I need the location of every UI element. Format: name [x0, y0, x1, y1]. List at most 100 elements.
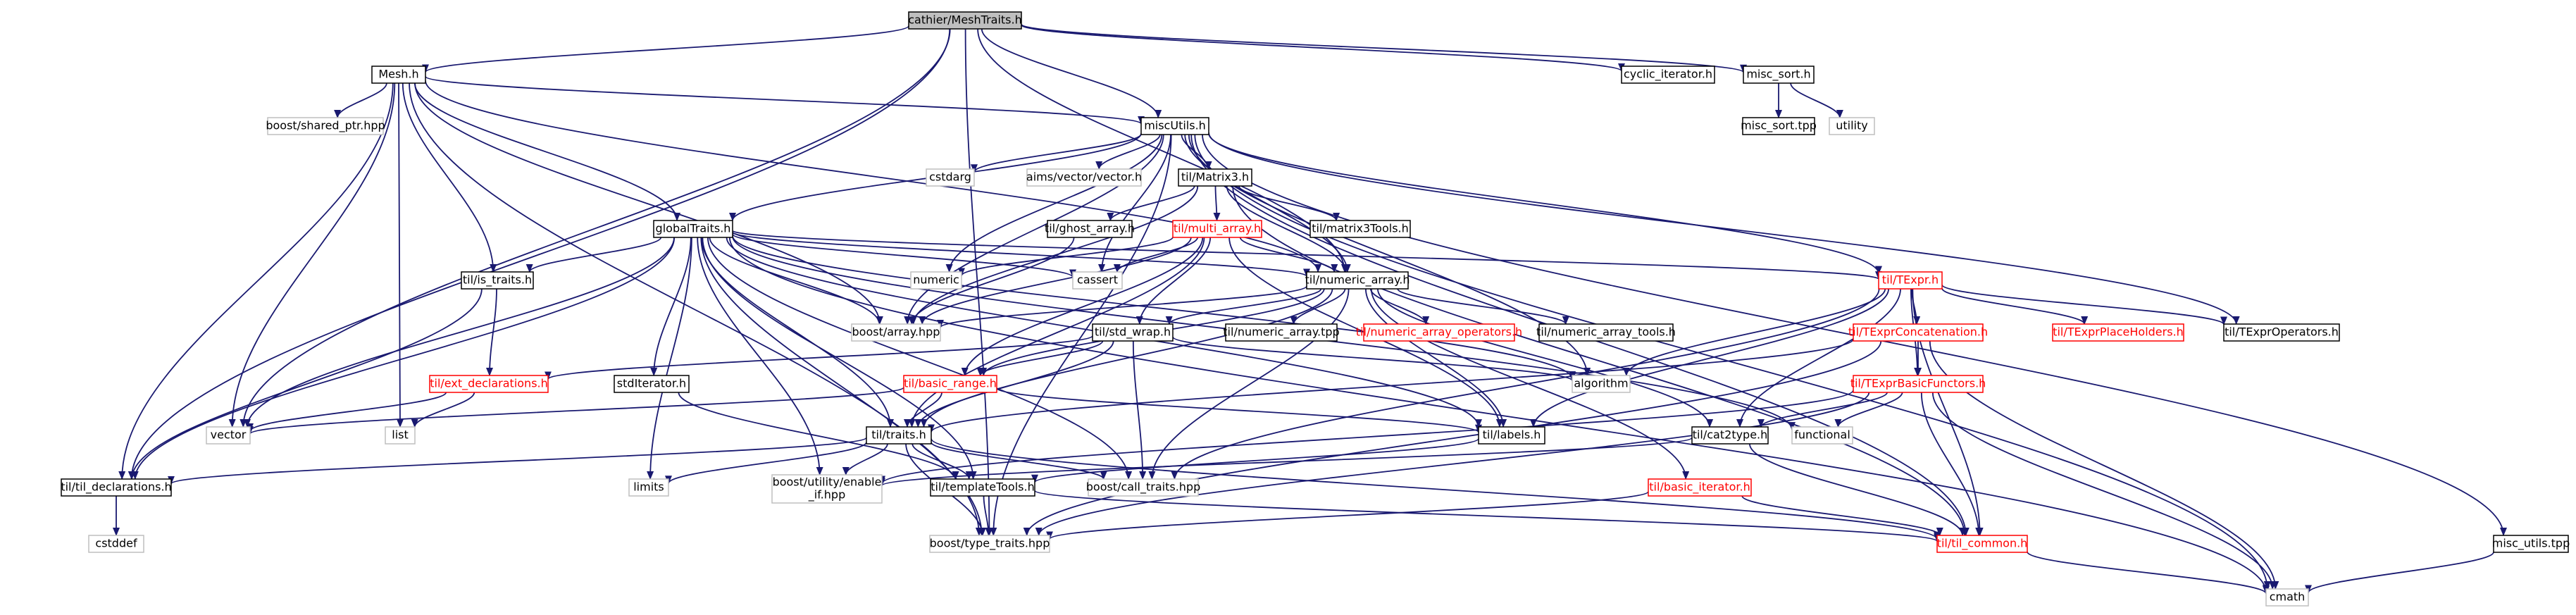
node-ghost[interactable]: til/ghost_array.h: [1045, 220, 1135, 238]
node-box-numarray: [1306, 271, 1409, 290]
edge-basiciter-to-typetraits: [1046, 490, 1649, 540]
edge-globaltraits-to-texpr: [732, 230, 1882, 280]
node-istraits[interactable]: til/is_traits.h: [461, 271, 534, 290]
edge-basicrange-to-vector: [247, 386, 904, 435]
node-box-texpr: [1878, 271, 1943, 290]
node-matrix3tools[interactable]: til/matrix3Tools.h: [1309, 220, 1411, 238]
node-tilcommon[interactable]: til/til_common.h: [1936, 535, 2028, 553]
node-texprplace[interactable]: til/TExprPlaceHolders.h: [2052, 323, 2184, 342]
edge-mesh-to-tildecl: [118, 82, 394, 480]
node-numarray[interactable]: til/numeric_array.h: [1305, 271, 1410, 290]
node-globaltraits[interactable]: globalTraits.h: [653, 220, 733, 238]
edge-root-to-miscutils: [981, 28, 1162, 118]
node-cassert: cassert: [1072, 271, 1123, 290]
edge-matrix3-to-numarray: [1226, 185, 1350, 273]
node-texprops[interactable]: til/TExprOperators.h: [2223, 323, 2340, 342]
edge-texpr-to-labels: [1529, 288, 1889, 428]
node-miscutils[interactable]: miscUtils.h: [1140, 117, 1209, 135]
node-basicrange[interactable]: til/basic_range.h: [903, 375, 997, 393]
edge-istraits-to-tildecl: [128, 288, 483, 480]
edge-layer: [113, 23, 2507, 595]
node-label-typetraits: boost/type_traits.hpp: [930, 537, 1050, 551]
edge-root-to-cyclic: [1021, 24, 1625, 72]
node-numarrayops[interactable]: til/numeric_array_operators.h: [1356, 323, 1522, 342]
node-miscsort[interactable]: misc_sort.h: [1743, 66, 1815, 84]
edge-globaltraits-to-cmath: [729, 237, 2270, 594]
node-extdecl[interactable]: til/ext_declarations.h: [429, 375, 549, 393]
node-box-numarraytpp: [1225, 323, 1338, 342]
edge-numarray-to-stdwrap: [1165, 288, 1322, 325]
node-multiarray[interactable]: til/multi_array.h: [1172, 220, 1262, 238]
node-label-tmpltools: til/templateTools.h: [931, 480, 1034, 494]
node-algorithm: algorithm: [1572, 375, 1631, 393]
edge-extdecl-to-list: [411, 392, 475, 428]
edge-miscsort-to-utility: [1790, 82, 1843, 118]
node-stditer[interactable]: stdIterator.h: [614, 375, 690, 393]
node-label-tildecl: til/til_declarations.h: [61, 480, 171, 495]
node-box-calltraits: [1088, 478, 1199, 497]
node-label-cyclic: cyclic_iterator.h: [1624, 68, 1712, 82]
node-root[interactable]: cathier/MeshTraits.h: [908, 11, 1022, 30]
node-label-cat2type: til/cat2type.h: [1693, 428, 1768, 442]
node-box-vector: [206, 426, 251, 445]
node-texprconcat[interactable]: til/TExprConcatenation.h: [1848, 323, 1988, 342]
node-label-matrix3: til/Matrix3.h: [1181, 170, 1249, 184]
node-label-texprplace: til/TExprPlaceHolders.h: [2053, 325, 2184, 339]
edge-basicrange-to-labels: [996, 387, 1482, 433]
node-label-utility: utility: [1836, 119, 1868, 132]
node-tiltraits[interactable]: til/traits.h: [866, 426, 932, 445]
node-miscsorttpp[interactable]: misc_sort.tpp: [1741, 117, 1817, 135]
node-cyclic[interactable]: cyclic_iterator.h: [1621, 66, 1715, 84]
edge-texprbasic-to-typetraits: [1035, 392, 1870, 536]
node-label-cstdarg: cstdarg: [929, 170, 971, 184]
edge-root-to-mesh: [422, 25, 909, 73]
edge-texprbasic-to-cmath: [1931, 392, 2277, 590]
node-numarraytools[interactable]: til/numeric_array_tools.h: [1536, 323, 1676, 342]
edge-texpr-to-texprplace: [1941, 287, 2089, 325]
node-label-miscutils: miscUtils.h: [1144, 119, 1206, 132]
edge-tiltraits-to-limits: [665, 442, 867, 485]
node-stdwrap[interactable]: til/std_wrap.h: [1092, 323, 1174, 342]
node-box-stditer: [614, 375, 690, 393]
edge-texprbasic-to-tilcommon: [1920, 392, 1983, 536]
node-cat2type[interactable]: til/cat2type.h: [1691, 426, 1769, 445]
node-label-root: cathier/MeshTraits.h: [908, 13, 1021, 27]
node-box-aimsvector: [1026, 168, 1142, 187]
node-box-functional: [1791, 426, 1853, 445]
node-numarraytpp[interactable]: til/numeric_array.tpp: [1223, 323, 1340, 342]
node-tmpltools[interactable]: til/templateTools.h: [930, 478, 1035, 497]
edge-extdecl-to-vector: [247, 392, 447, 432]
node-box-istraits: [461, 271, 534, 290]
node-tildecl[interactable]: til/til_declarations.h: [61, 478, 172, 497]
edge-globaltraits-to-algorithm: [732, 235, 1576, 380]
edge-multiarray-to-numeric: [958, 236, 1174, 277]
edge-texpr-to-cat2type: [1736, 288, 1901, 428]
node-box-cstdarg: [926, 168, 975, 187]
node-mesh[interactable]: Mesh.h: [371, 66, 426, 84]
node-label-numarray: til/numeric_array.h: [1305, 273, 1410, 287]
node-box-cassert: [1072, 271, 1123, 290]
edge-matrix3-to-boostarray: [909, 185, 1199, 325]
node-label-tiltraits: til/traits.h: [871, 428, 926, 442]
node-matrix3[interactable]: til/Matrix3.h: [1178, 168, 1252, 187]
edge-globaltraits-to-enableif: [697, 237, 823, 476]
node-miscutilstpp[interactable]: misc_utils.tpp: [2492, 535, 2570, 553]
edge-miscutils-to-texprops: [1208, 132, 2240, 325]
node-box-typetraits: [929, 535, 1050, 553]
node-boostarray: boost/array.hpp: [851, 323, 941, 342]
edge-texpr-to-calltraits: [1171, 288, 1880, 480]
node-box-numarraytools: [1538, 323, 1674, 342]
edge-basiciter-to-tilcommon: [1741, 495, 1943, 536]
edge-texprbasic-to-cat2type: [1757, 392, 1888, 428]
node-labels[interactable]: til/labels.h: [1478, 426, 1545, 445]
node-label-tilcommon: til/til_common.h: [1937, 537, 2028, 551]
node-texpr[interactable]: til/TExpr.h: [1878, 271, 1943, 290]
node-box-miscsorttpp: [1742, 117, 1815, 135]
edge-tilcommon-to-cmath: [2027, 551, 2270, 595]
node-texprbasic[interactable]: til/TExprBasicFunctors.h: [1850, 375, 1986, 393]
node-label-multiarray: til/multi_array.h: [1174, 222, 1261, 236]
node-basiciter[interactable]: til/basic_iterator.h: [1648, 478, 1752, 497]
node-label-stdwrap: til/std_wrap.h: [1095, 325, 1171, 340]
edge-globaltraits-to-istraits: [525, 237, 662, 273]
